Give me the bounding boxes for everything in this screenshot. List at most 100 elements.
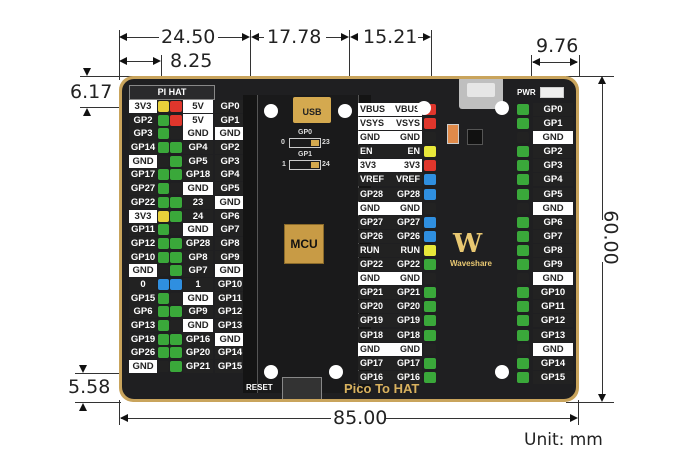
gp0-switch[interactable]	[289, 138, 321, 148]
jumper[interactable]	[517, 357, 529, 369]
pico-pin-a: GND	[360, 202, 380, 213]
jumper[interactable]	[517, 343, 529, 355]
hat-pin-row: GP9	[517, 258, 576, 272]
dim-8-25: 8.25	[170, 50, 213, 72]
jumper[interactable]	[517, 104, 529, 115]
jumper[interactable]	[424, 188, 436, 200]
pi-hat-pin-left: GND	[129, 360, 157, 374]
pi-hat-pin-right: 23	[183, 195, 213, 209]
jumper[interactable]	[157, 278, 182, 290]
jumper[interactable]	[517, 371, 529, 383]
jumper[interactable]	[424, 132, 436, 144]
jumper[interactable]	[157, 155, 182, 167]
jumper[interactable]	[517, 244, 529, 256]
jumper[interactable]	[424, 160, 436, 172]
jumper[interactable]	[157, 101, 182, 112]
jumper[interactable]	[424, 371, 436, 383]
jumper[interactable]	[424, 315, 436, 327]
pico-pin-label: GP9	[215, 250, 245, 264]
jumper[interactable]	[157, 114, 182, 126]
jumper[interactable]	[424, 118, 436, 130]
jumper[interactable]	[424, 273, 436, 285]
jumper[interactable]	[157, 251, 182, 263]
pwr-label: PWR	[517, 88, 536, 97]
jumper[interactable]	[157, 306, 182, 318]
jumper[interactable]	[157, 224, 182, 236]
jumper[interactable]	[517, 259, 529, 271]
jumper[interactable]	[157, 196, 182, 208]
jumper[interactable]	[424, 329, 436, 341]
jumper[interactable]	[157, 333, 182, 345]
jumper[interactable]	[424, 174, 436, 186]
pi-hat-pin-right: 1	[183, 277, 213, 291]
jumper[interactable]	[157, 169, 182, 181]
jumper[interactable]	[157, 292, 182, 304]
jumper[interactable]	[424, 357, 436, 369]
mount-hole	[329, 365, 343, 379]
hat-pin-row: GP5	[517, 187, 576, 202]
gp1-switch[interactable]	[289, 160, 321, 170]
jumper[interactable]	[517, 146, 529, 158]
jumper[interactable]	[517, 329, 529, 341]
jumper[interactable]	[424, 343, 436, 355]
jumper[interactable]	[424, 287, 436, 299]
hat-pin-row: GP0	[517, 103, 576, 117]
pi-hat-pin-left: 3V3	[129, 100, 157, 113]
jumper[interactable]	[517, 273, 529, 285]
jumper[interactable]	[157, 210, 182, 222]
gp0-switch-label: GP0	[298, 129, 313, 136]
pico-pin-label: GND	[215, 332, 245, 346]
jumper[interactable]	[157, 361, 182, 373]
jumper[interactable]	[517, 287, 529, 299]
jumper[interactable]	[157, 237, 182, 249]
jumper[interactable]	[517, 188, 529, 200]
gp0-switch-left: 0	[281, 139, 285, 146]
jumper[interactable]	[517, 174, 529, 186]
jumper[interactable]	[424, 202, 436, 214]
jumper[interactable]	[157, 128, 182, 140]
hat-pin-label: GP13	[533, 328, 573, 342]
pico-pin-label: GP10	[215, 277, 245, 291]
jumper[interactable]	[424, 216, 436, 228]
pico-pin-a: GP28	[360, 188, 384, 199]
pico-pin-a: GND	[360, 273, 380, 284]
jumper[interactable]	[517, 216, 529, 228]
jumper[interactable]	[157, 265, 182, 277]
jumper[interactable]	[424, 259, 436, 271]
jumper[interactable]	[424, 230, 436, 242]
jumper[interactable]	[517, 230, 529, 242]
jumper[interactable]	[517, 118, 529, 130]
jumper[interactable]	[157, 347, 182, 359]
jumper[interactable]	[517, 301, 529, 313]
jumper[interactable]	[424, 244, 436, 256]
jumper[interactable]	[517, 315, 529, 327]
jumper[interactable]	[517, 160, 529, 172]
pico-pin-a: GND	[360, 132, 380, 143]
jumper[interactable]	[424, 146, 436, 158]
pico-pin-label: GP8	[215, 236, 245, 250]
pico-pin-label: GP11	[215, 291, 245, 305]
jumper[interactable]	[424, 301, 436, 313]
jumper[interactable]	[157, 320, 182, 331]
jumper[interactable]	[157, 183, 182, 195]
pico-pin-label: GP1	[215, 113, 245, 127]
pico-pin-b: EN	[407, 146, 420, 157]
hat-pin-label: GND	[533, 272, 573, 286]
pi-hat-pin-right: 24	[183, 209, 213, 223]
jumper[interactable]	[517, 132, 529, 144]
regulator-chip	[467, 129, 483, 145]
mount-hole	[495, 365, 509, 379]
reset-button[interactable]	[282, 377, 322, 399]
jumper[interactable]	[157, 142, 182, 154]
jumper[interactable]	[517, 202, 529, 214]
